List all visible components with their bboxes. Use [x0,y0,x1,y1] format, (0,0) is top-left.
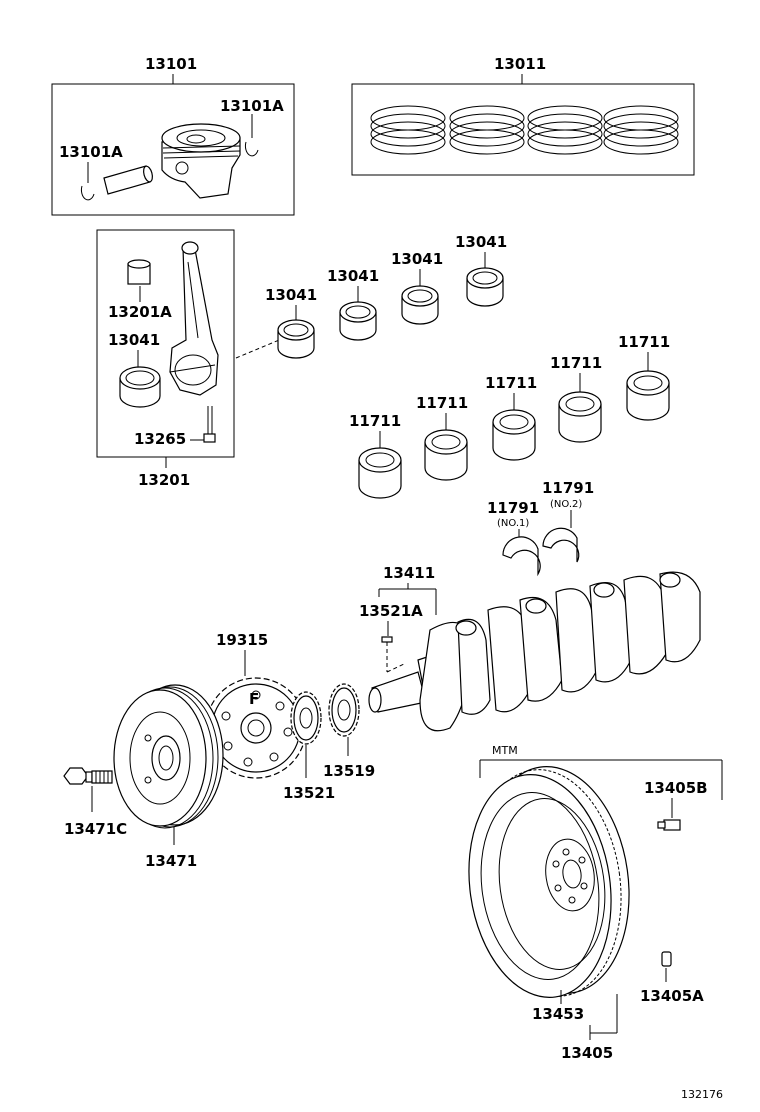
label-crankshaft[interactable]: 13411 [383,564,435,582]
pulley-part [113,684,224,829]
label-main-bearing-2[interactable]: 11711 [550,354,602,372]
label-mtm: MTM [492,744,518,757]
piston-box [51,83,295,216]
label-piston-set[interactable]: 13101 [145,55,197,73]
label-rod-bearing-3[interactable]: 13041 [391,250,443,268]
piston-pin-part [103,165,153,195]
label-main-bearing-1[interactable]: 11711 [618,333,670,351]
connecting-rod-part [169,241,219,396]
timing-sprocket-part: F [205,677,307,779]
piston-ring-4 [603,105,679,155]
label-ring-set[interactable]: 13011 [494,55,546,73]
label-sprocket-13519[interactable]: 13519 [323,762,375,780]
label-rod-bearing-left[interactable]: 13041 [108,331,160,349]
sprocket-13521-group: 13521 [283,691,335,802]
label-crank-key[interactable]: 13521A [359,602,423,620]
main-bearing-5-part [358,447,402,499]
label-ring-gear[interactable]: 13453 [532,1005,584,1023]
piston-part [161,123,241,199]
label-rod-bearing-2[interactable]: 13041 [327,267,379,285]
label-pulley-bolt[interactable]: 13471C [64,820,127,838]
label-flywheel-bolt[interactable]: 13405B [644,779,708,797]
snap-ring-right-part [244,141,259,157]
label-main-bearing-5[interactable]: 11711 [349,412,401,430]
flywheel-group: MTM 13405B 13405A 13453 [468,744,723,1062]
label-rod-bolt[interactable]: 13265 [134,430,186,448]
rod-bushing-part [127,259,151,285]
pulley-bolt-group: 13471C [63,767,127,838]
piston-ring-1 [370,105,446,155]
crankshaft-group: 13411 13521A [359,564,701,732]
label-main-bearing-3[interactable]: 11711 [485,374,537,392]
rod-bearing-3-part [401,285,439,325]
thrust-washer-1-part [502,536,541,577]
timing-sprocket-group: 19315 F [205,631,307,779]
reference-code: 132176 [681,1088,723,1101]
connecting-rod-group: 13201A 13041 13265 13201 [96,229,235,489]
label-rod-bushing[interactable]: 13201A [108,303,172,321]
label-pulley[interactable]: 13471 [145,852,197,870]
label-rod-bearing-4[interactable]: 13041 [455,233,507,251]
rod-bearings-group: 13041 13041 13041 13041 [265,233,507,359]
label-thrust-washer-1[interactable]: 11791 [487,499,539,517]
piston-ring-2 [449,105,525,155]
label-flywheel-pin[interactable]: 13405A [640,987,704,1005]
rod-bearing-left-part [119,366,161,408]
label-thrust-washer-2-note: (NO.2) [550,499,582,510]
thrust-washer-2-part [542,527,580,563]
flywheel-part [468,766,630,998]
rod-bearing-2-part [339,301,377,341]
label-sprocket-13521[interactable]: 13521 [283,784,335,802]
label-snap-ring-left[interactable]: 13101A [59,143,123,161]
pulley-bolt-part [63,767,113,785]
snap-ring-left-part [80,185,95,201]
rod-bearing-4-part [466,267,504,307]
timing-mark: F [249,690,259,708]
ring-set-group: 13011 [351,55,695,176]
ring-set-box [351,83,695,176]
piston-group: 13101 13101A 13101A [51,55,295,216]
rod-bearing-1-part [277,319,315,359]
main-bearing-3-part [492,409,536,461]
label-timing-sprocket[interactable]: 19315 [216,631,268,649]
label-rod-assy[interactable]: 13201 [138,471,190,489]
main-bearing-1-part [626,370,670,421]
flywheel-bolt-part [657,819,681,831]
flywheel-pin-part [661,951,672,967]
sprocket-13519-group: 13519 [323,683,375,780]
rod-bolt-part [203,406,216,443]
label-thrust-washer-2[interactable]: 11791 [542,479,594,497]
thrust-washers-group: 11791 (NO.2) 11791 (NO.1) [487,479,594,577]
sprocket-13519-part [328,683,360,737]
label-rod-bearing-1[interactable]: 13041 [265,286,317,304]
crankshaft-part [368,571,701,732]
label-snap-ring-right[interactable]: 13101A [220,97,284,115]
sprocket-13521-part [290,691,322,745]
main-bearing-2-part [558,391,602,443]
pulley-group: 13471 [113,684,224,870]
piston-ring-3 [527,105,603,155]
main-bearing-4-part [424,429,468,481]
label-thrust-washer-1-note: (NO.1) [497,518,529,529]
crank-key-part [381,636,393,643]
main-bearings-group: 11711 11711 11711 11711 11711 [349,333,670,499]
label-main-bearing-4[interactable]: 11711 [416,394,468,412]
label-flywheel-assy[interactable]: 13405 [561,1044,613,1062]
